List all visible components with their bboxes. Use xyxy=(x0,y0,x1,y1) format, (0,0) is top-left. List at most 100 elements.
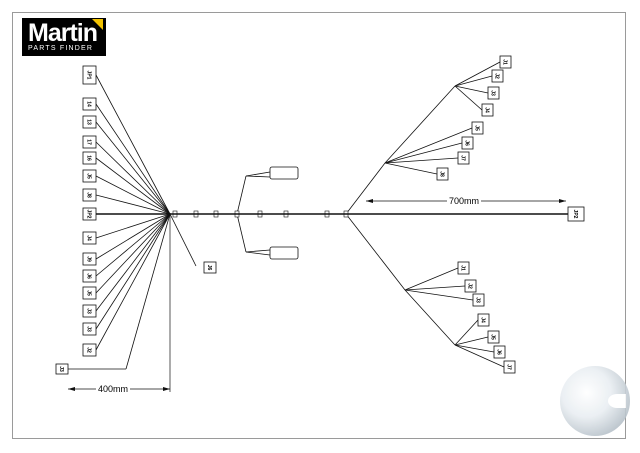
connector-left-branch: J6 xyxy=(203,261,217,274)
upper-plug-connector xyxy=(269,166,299,180)
wire-left-12 xyxy=(95,213,171,312)
wire-left-2 xyxy=(95,121,171,215)
connector-body xyxy=(472,293,485,307)
connector-label: J6 xyxy=(86,273,92,279)
connector-label: J5 xyxy=(86,173,92,179)
connector-left-13: J3 xyxy=(82,322,97,336)
wires xyxy=(68,61,505,370)
wire-lower-plug xyxy=(236,213,247,253)
connector-low-1: J2 xyxy=(464,279,477,293)
wire-low-6 xyxy=(454,344,505,368)
connector-body xyxy=(82,231,97,245)
wire-lower-plug-a xyxy=(245,249,271,253)
connector-body xyxy=(82,169,97,183)
connector-body xyxy=(82,188,97,202)
wire-upper-plug-a xyxy=(245,171,271,177)
connector-up-7: J8 xyxy=(436,167,449,181)
wire-left-15 xyxy=(125,213,171,370)
wire-right-lower xyxy=(345,213,406,291)
connector-label: 17 xyxy=(86,139,92,145)
connector-label: J3 xyxy=(475,297,481,303)
connector-label: J2 xyxy=(86,347,92,353)
connector-body xyxy=(203,261,217,274)
connector-label: J4 xyxy=(86,235,92,241)
connector-label: J3 xyxy=(58,366,64,372)
wire-left-1 xyxy=(95,103,171,215)
connector-body xyxy=(503,360,516,374)
wire-low-0 xyxy=(404,267,459,291)
wire-low-1 xyxy=(404,285,466,291)
wire-upper-plug-b xyxy=(245,175,271,178)
wire-up-6 xyxy=(384,157,459,164)
connector-label: J4 xyxy=(484,107,490,113)
arrow-right-icon xyxy=(559,199,566,203)
wire-branch-lower xyxy=(169,213,197,267)
watermark-logo xyxy=(560,366,630,436)
wire-low-4 xyxy=(454,336,489,346)
connector-label: J8 xyxy=(439,171,445,177)
wire-left-3 xyxy=(95,141,171,215)
connector-label: J7 xyxy=(506,364,512,370)
martin-logo: Martin PARTS FINDER xyxy=(22,18,106,56)
wire-up-7 xyxy=(384,162,438,175)
wire-left-14 xyxy=(95,213,171,351)
connector-body xyxy=(82,65,97,85)
connector-left-9: J9 xyxy=(82,252,97,266)
connector-main-end: JP2 xyxy=(567,206,585,222)
connector-body xyxy=(477,313,490,327)
connector-left-12: J3 xyxy=(82,304,97,318)
connector-label: JP2 xyxy=(86,210,92,219)
connector-label: J6 xyxy=(496,349,502,355)
connector-body xyxy=(499,55,512,69)
connector-label: 16 xyxy=(86,155,92,161)
wire-left-0 xyxy=(95,74,171,215)
arrow-left-icon xyxy=(366,199,373,203)
wire-up-4 xyxy=(384,127,473,164)
wire-right-upper-trunk xyxy=(384,85,456,164)
drawing-frame xyxy=(12,12,626,439)
arrow-right-icon xyxy=(163,387,170,391)
connector-low-2: J3 xyxy=(472,293,485,307)
connector-left-14: J2 xyxy=(82,343,97,357)
connector-body xyxy=(55,363,69,375)
connector-left-4: 16 xyxy=(82,151,97,165)
connector-label: J3 xyxy=(86,326,92,332)
connector-left-0: JP1 xyxy=(82,65,97,85)
connector-left-7: JP2 xyxy=(82,207,97,221)
connector-label: JP1 xyxy=(86,71,92,80)
arrow-left-icon xyxy=(68,387,75,391)
connector-up-0: J1 xyxy=(499,55,512,69)
wire-up-2 xyxy=(454,85,489,94)
connector-body xyxy=(493,345,506,359)
connector-body xyxy=(457,151,470,165)
connector-up-5: J6 xyxy=(461,136,474,150)
dimension-label-700: 700mm xyxy=(447,196,482,206)
wire-left-10 xyxy=(95,213,171,277)
connector-body xyxy=(491,69,504,83)
wire-low-5 xyxy=(454,344,495,353)
connector-label: J3 xyxy=(86,308,92,314)
connector-body xyxy=(82,97,97,111)
wire-left-5 xyxy=(95,175,171,215)
connector-label: J4 xyxy=(480,317,486,323)
connector-up-1: J2 xyxy=(491,69,504,83)
connector-body xyxy=(487,330,500,344)
logo-accent-icon xyxy=(92,19,103,30)
connector-label: J8 xyxy=(86,192,92,198)
connector-label: J2 xyxy=(467,283,473,289)
connector-label: J5 xyxy=(86,290,92,296)
connector-label: 13 xyxy=(86,119,92,125)
connector-body xyxy=(82,322,97,336)
connector-label: J7 xyxy=(460,155,466,161)
connector-label: J6 xyxy=(206,265,212,271)
connector-body xyxy=(436,167,449,181)
dimension-label-400: 400mm xyxy=(96,384,131,394)
wire-right-upper xyxy=(345,162,386,215)
wire-left-4 xyxy=(95,157,171,215)
wire-lower-plug-b xyxy=(245,251,271,256)
connector-body xyxy=(82,269,97,283)
connector-low-3: J4 xyxy=(477,313,490,327)
connector-left-3: 17 xyxy=(82,135,97,149)
connector-low-6: J7 xyxy=(503,360,516,374)
connector-up-6: J7 xyxy=(457,151,470,165)
